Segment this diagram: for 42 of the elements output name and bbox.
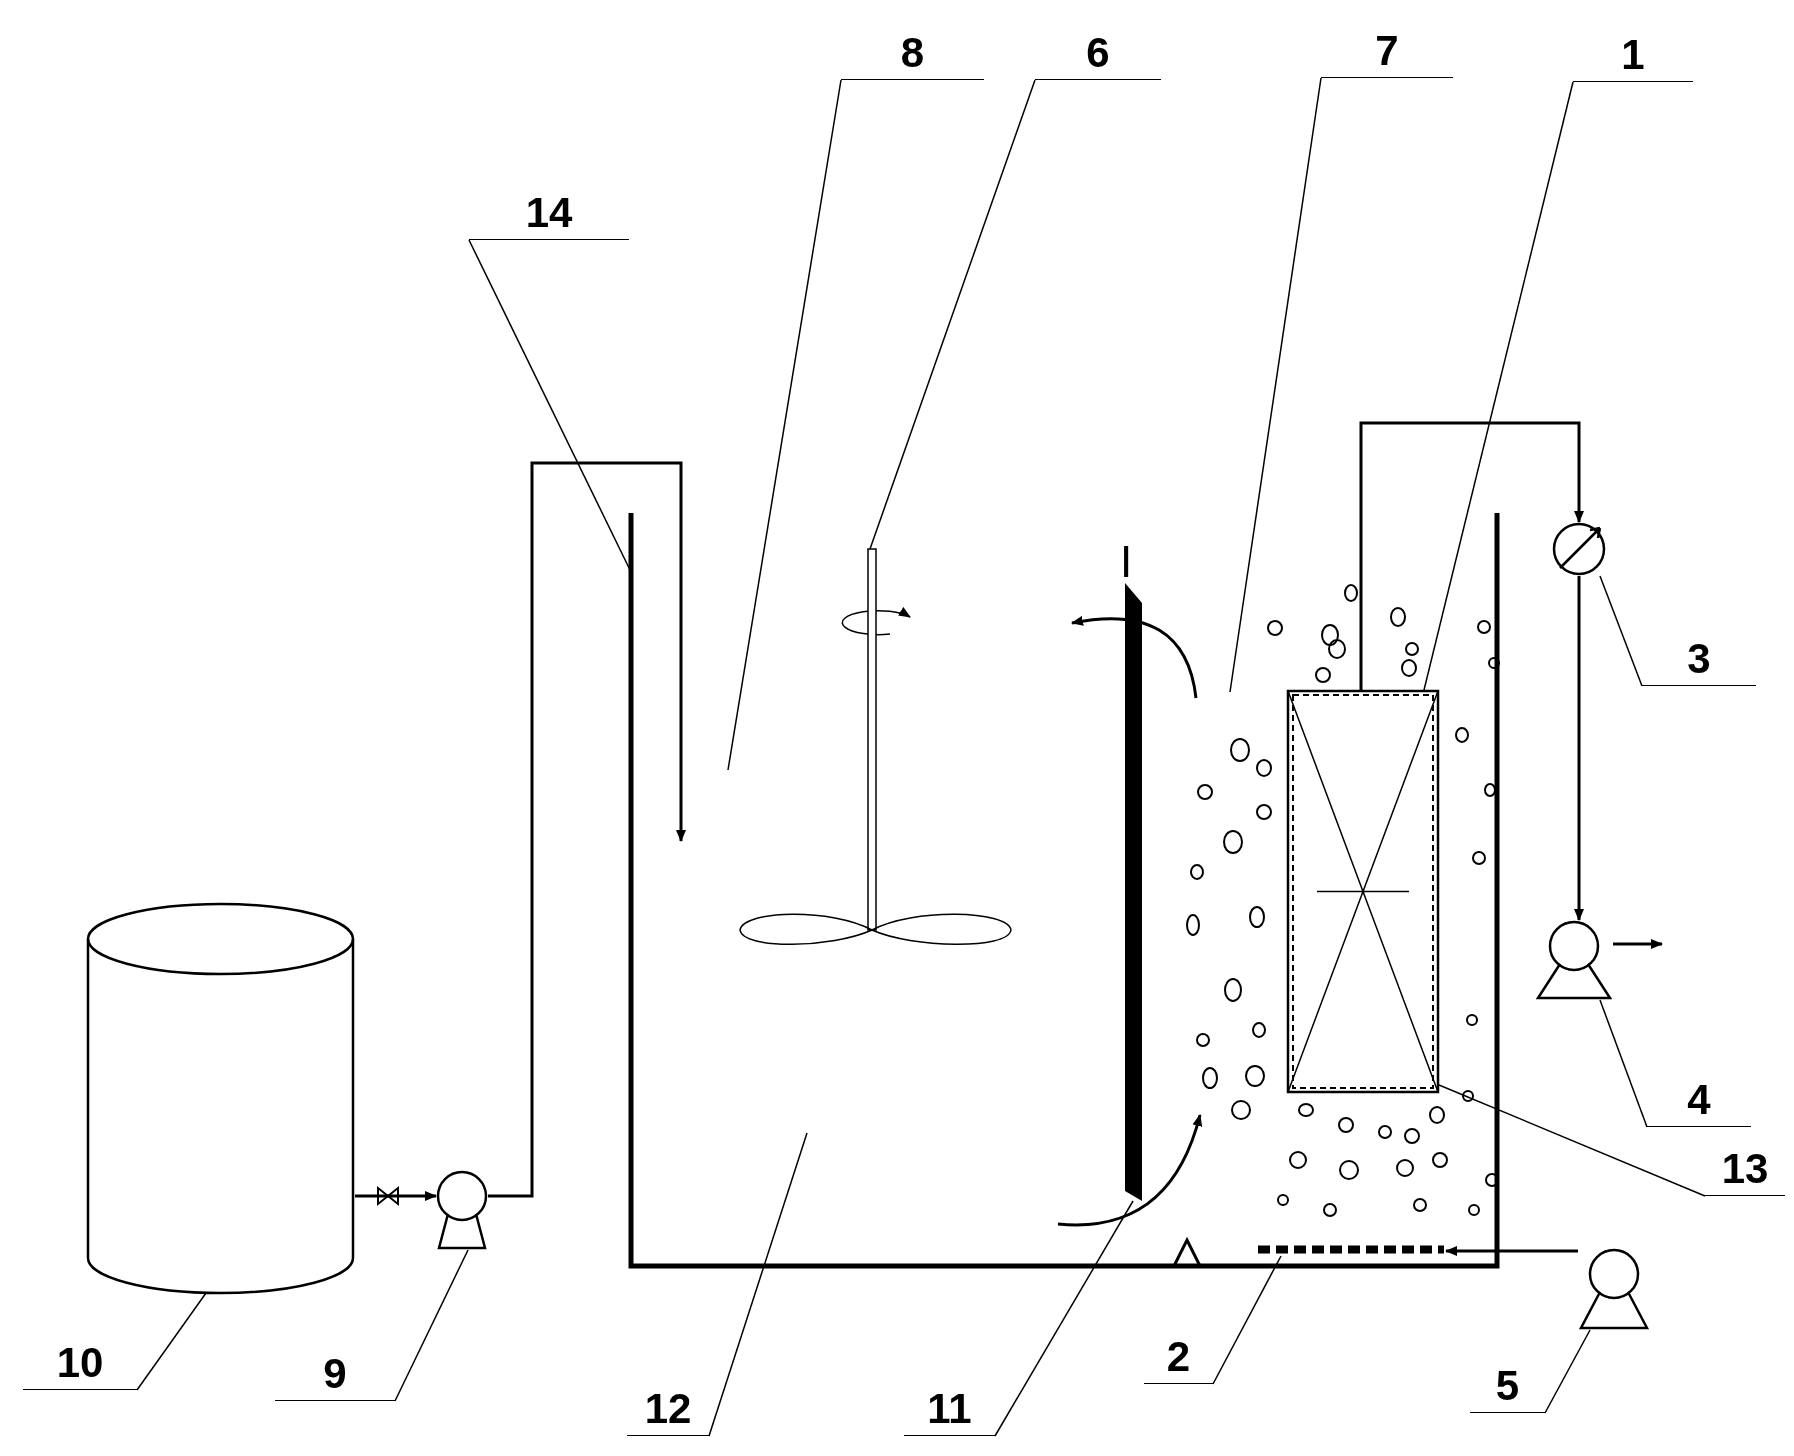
leader-line (1229, 77, 1322, 693)
leader-line (394, 1249, 469, 1402)
leader-line (1438, 1084, 1706, 1197)
pipe-arrow (1574, 576, 1584, 921)
leader-line (1212, 1255, 1282, 1385)
callout-number: 12 (627, 1384, 709, 1436)
valve-icon (1552, 522, 1606, 576)
callout-number: 3 (1642, 634, 1756, 686)
callout-number: 14 (469, 188, 629, 240)
zone-label: I (1120, 540, 1133, 584)
leader-line (1599, 575, 1643, 687)
callout-number: 5 (1470, 1361, 1545, 1413)
callout-number: 4 (1647, 1075, 1751, 1127)
leader-line (994, 1200, 1134, 1437)
pipe-arrow (1613, 939, 1663, 949)
pipe-arrow (1445, 1246, 1578, 1256)
callout-number: 13 (1705, 1144, 1785, 1196)
pipe-arrow (1359, 421, 1584, 690)
callout-number: 9 (275, 1349, 395, 1401)
baffle-plate (1125, 583, 1142, 1201)
leader-line (136, 1292, 207, 1391)
leader-line (1544, 1329, 1591, 1414)
leader-line (1423, 81, 1574, 691)
callout-number: 7 (1321, 26, 1453, 78)
feed-pump-icon (436, 1170, 488, 1250)
storage-tank (86, 904, 355, 1293)
pipe-arrow (355, 1191, 437, 1201)
callout-number: 1 (1573, 30, 1693, 82)
air-pump-icon (1578, 1248, 1650, 1330)
pipe-arrow (488, 461, 686, 1198)
callout-number: 10 (23, 1338, 137, 1390)
leader-line (1599, 999, 1648, 1128)
callout-number: 2 (1144, 1332, 1213, 1384)
reactor-tank (629, 513, 1499, 1268)
suction-pump-icon (1535, 920, 1613, 1000)
leader-line (869, 79, 1036, 550)
callout-number: 11 (904, 1384, 995, 1436)
callout-number: 6 (1035, 28, 1161, 80)
leader-line (708, 1132, 808, 1437)
callout-number: 8 (841, 28, 984, 80)
leader-line (727, 79, 842, 771)
membrane-module-drawing (1287, 690, 1439, 1093)
